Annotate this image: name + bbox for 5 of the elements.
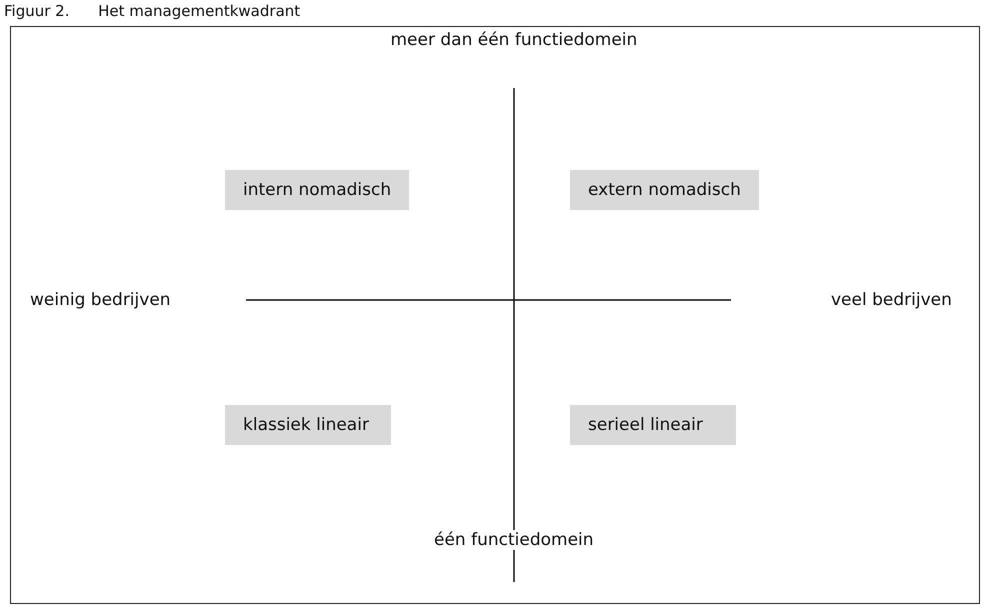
figure-title: Figuur 2. Het managementkwadrant — [4, 2, 300, 20]
quadrant-box: extern nomadisch — [570, 170, 759, 210]
quadrant-box: intern nomadisch — [225, 170, 410, 210]
quadrant-box: klassiek lineair — [225, 405, 391, 445]
quadrant-box: serieel lineair — [570, 405, 736, 445]
